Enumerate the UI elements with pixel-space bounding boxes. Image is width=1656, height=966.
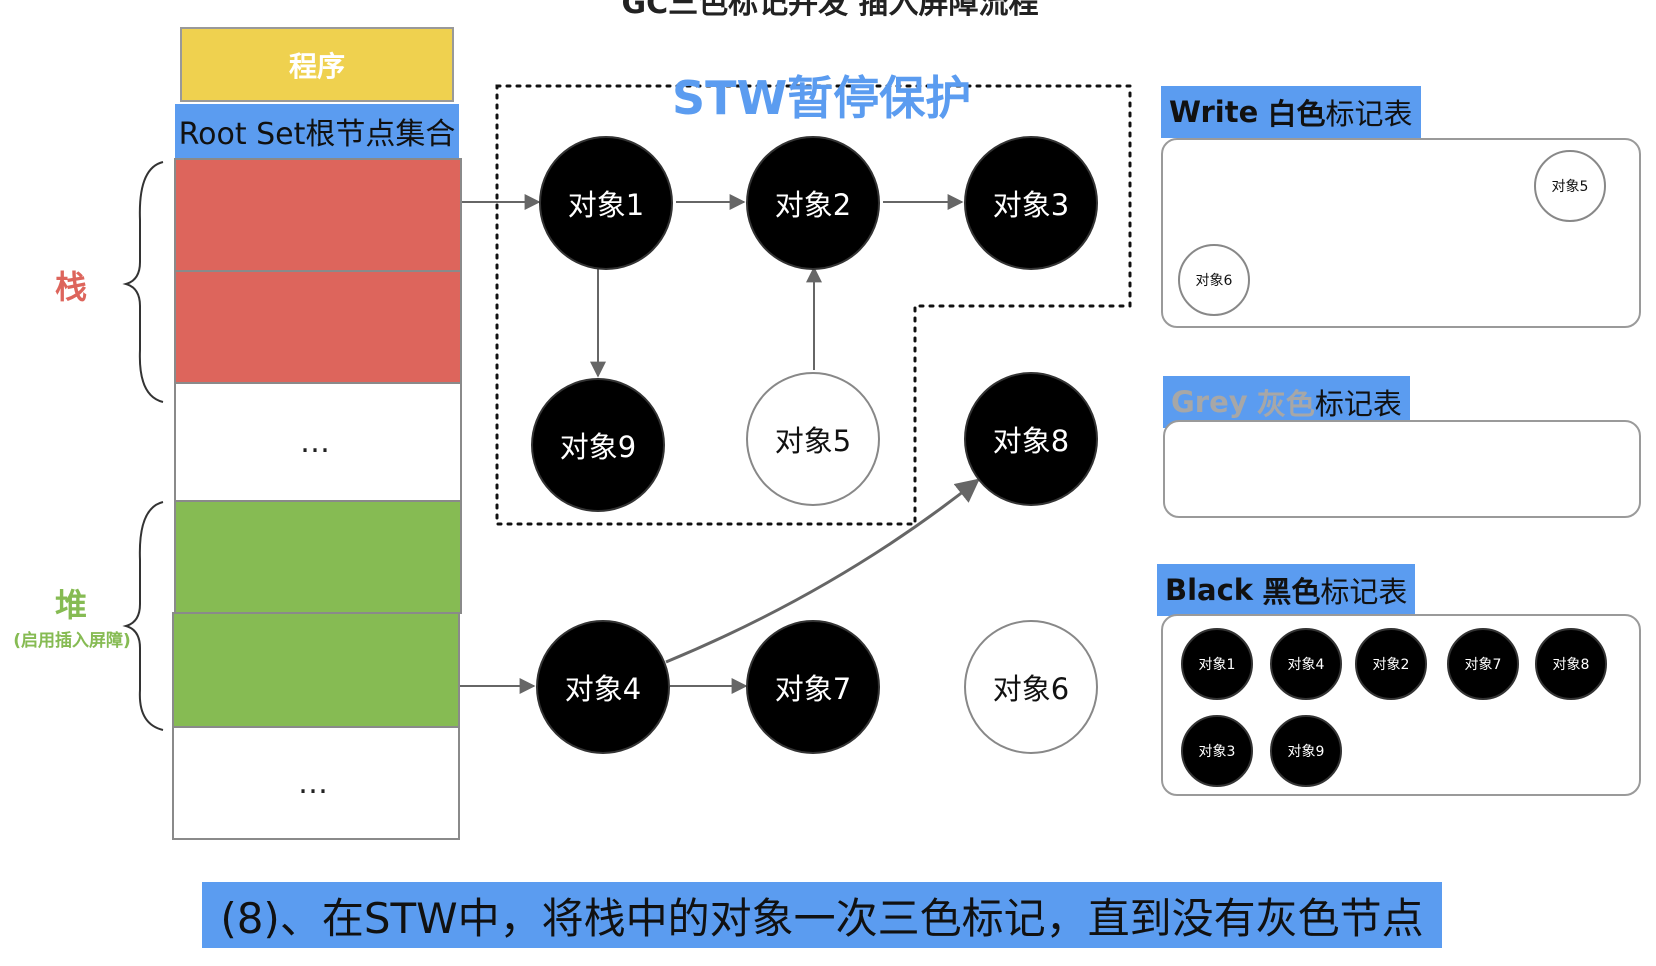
node-obj6: 对象6 <box>964 620 1098 754</box>
white-table-header: Write 白色标记表 <box>1161 86 1421 138</box>
black-item-obj2: 对象2 <box>1355 628 1427 700</box>
node-obj1: 对象1 <box>539 136 673 270</box>
step-caption: (8)、在STW中，将栈中的对象一次三色标记，直到没有灰色节点 <box>202 882 1442 948</box>
diagram-title: GC三色标记并发 插入屏障流程 <box>621 0 1039 21</box>
black-item-obj7: 对象7 <box>1447 628 1519 700</box>
node-obj5: 对象5 <box>746 372 880 506</box>
grey-table-label-suffix: 标记表 <box>1314 387 1402 421</box>
stack-cell-1 <box>174 158 462 272</box>
node-obj9: 对象9 <box>531 378 665 512</box>
white-table-label-color: 白色 <box>1267 97 1326 131</box>
heap-label: 堆 <box>54 586 87 624</box>
root-set-label: Root Set根节点集合 <box>175 104 459 158</box>
white-item-obj5: 对象5 <box>1534 150 1606 222</box>
stw-title: STW暂停保护 <box>672 71 972 125</box>
black-table-label-suffix: 标记表 <box>1320 575 1408 609</box>
heap-cell-1 <box>174 500 462 614</box>
black-table-label-color: 黑色 <box>1262 575 1321 609</box>
grey-table-label-en: Grey <box>1171 385 1248 419</box>
black-item-obj1: 对象1 <box>1181 628 1253 700</box>
program-box: 程序 <box>180 27 454 102</box>
edge-obj4-obj8 <box>665 478 980 664</box>
grey-table <box>1163 420 1641 518</box>
grey-table-label-color: 灰色 <box>1256 387 1315 421</box>
heap-barrier-note: (启用插入屏障) <box>13 631 131 651</box>
white-table-label-en: Write <box>1169 95 1259 129</box>
black-table-header: Black 黑色标记表 <box>1157 564 1416 616</box>
heap-brace <box>122 501 164 731</box>
black-item-obj4: 对象4 <box>1270 628 1342 700</box>
node-obj2: 对象2 <box>746 136 880 270</box>
black-item-obj9: 对象9 <box>1270 715 1342 787</box>
grey-table-header: Grey 灰色标记表 <box>1163 376 1410 428</box>
black-item-obj8: 对象8 <box>1535 628 1607 700</box>
node-obj7: 对象7 <box>746 620 880 754</box>
stw-region-border <box>495 84 1132 526</box>
node-obj4: 对象4 <box>536 620 670 754</box>
stack-cell-2 <box>174 270 462 384</box>
white-table-label-suffix: 标记表 <box>1325 97 1413 131</box>
node-obj8: 对象8 <box>964 372 1098 506</box>
heap-cell-2 <box>172 612 460 728</box>
white-item-obj6: 对象6 <box>1178 244 1250 316</box>
stack-label: 栈 <box>54 268 87 306</box>
heap-ellipsis-cell: … <box>172 726 460 840</box>
black-item-obj3: 对象3 <box>1181 715 1253 787</box>
black-table-label-en: Black <box>1165 573 1254 607</box>
stack-brace <box>122 161 164 403</box>
stack-ellipsis-cell: … <box>174 382 462 502</box>
node-obj3: 对象3 <box>964 136 1098 270</box>
